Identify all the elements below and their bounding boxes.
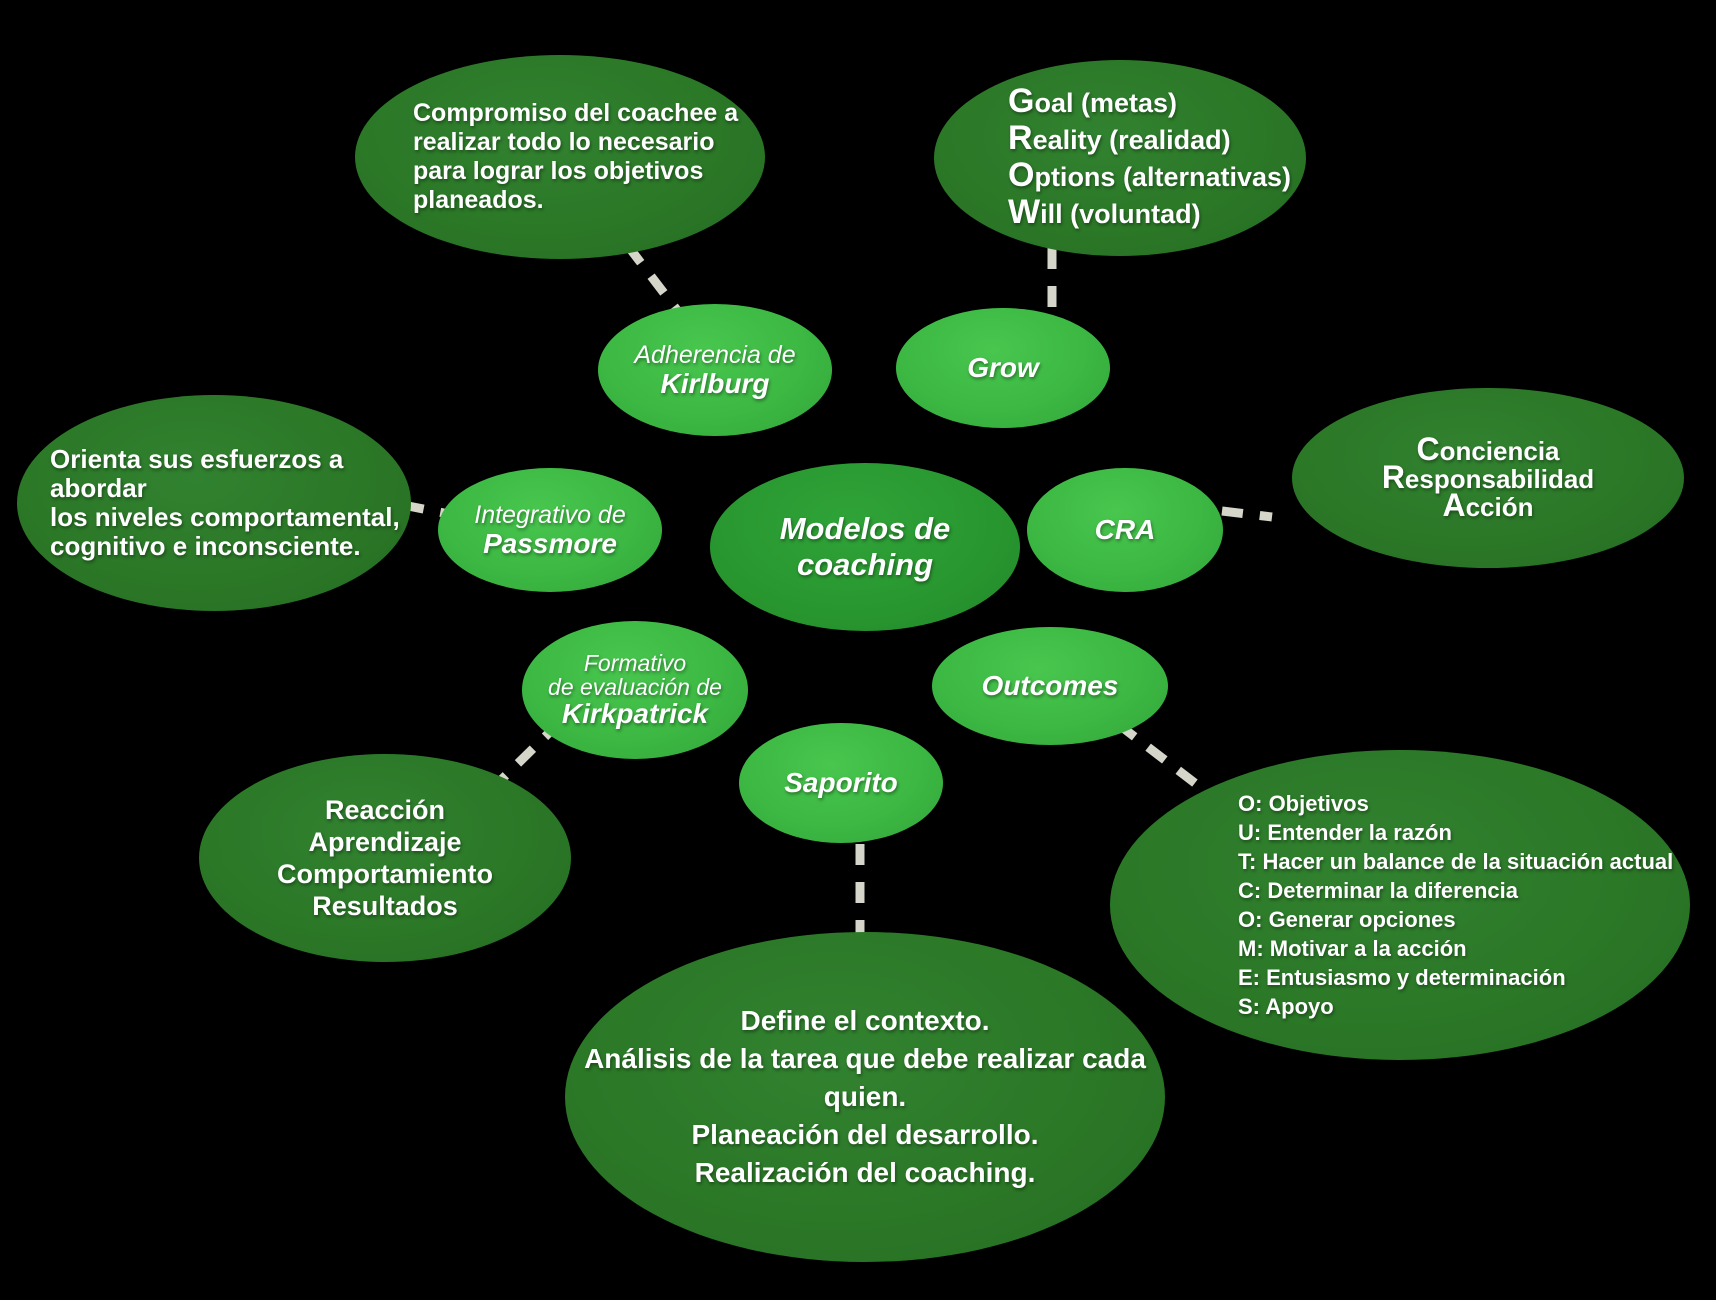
- note-outcomes-acronym: O: Objetivos U: Entender la razón T: Hac…: [1110, 750, 1690, 1060]
- acronym-rest: Objetivos: [1262, 791, 1369, 816]
- note-saporito-steps: Define el contexto. Análisis de la tarea…: [565, 932, 1165, 1262]
- note-line: cognitivo e inconsciente.: [50, 531, 361, 561]
- note-line: Compromiso del coachee a: [413, 99, 739, 127]
- acronym-line: C: Determinar la diferencia: [1238, 876, 1518, 905]
- acronym-line: S: Apoyo: [1238, 992, 1334, 1021]
- node-label: Kirkpatrick: [561, 698, 709, 729]
- step-line: Realización del coaching.: [694, 1157, 1036, 1188]
- step-line: Análisis de la tarea que debe realizar c…: [584, 1043, 1146, 1112]
- connector-cra-note: [1221, 506, 1273, 522]
- node-label: de evaluación de: [548, 674, 722, 700]
- acronym-line: U: Entender la razón: [1238, 818, 1452, 847]
- node-label: Kirlburg: [660, 368, 770, 399]
- acronym-rest: Determinar la diferencia: [1261, 878, 1518, 903]
- note-grow-acronym: Goal (metas) Reality (realidad) Options …: [934, 60, 1306, 256]
- note-kirlburg-commitment: Compromiso del coachee a realizar todo l…: [355, 55, 765, 259]
- node-outcomes: Outcomes: [932, 627, 1168, 745]
- acronym-letter: O:: [1238, 907, 1263, 932]
- acronym-rest: oal (metas): [1034, 88, 1177, 118]
- node-label: Saporito: [784, 767, 898, 798]
- note-passmore-levels: Orienta sus esfuerzos a abordar los nive…: [17, 395, 411, 611]
- acronym-letter: G: [1008, 82, 1035, 120]
- node-grow: Grow: [896, 308, 1110, 428]
- acronym-rest: Motivar a la acción: [1263, 936, 1467, 961]
- acronym-line: O: Generar opciones: [1238, 905, 1456, 934]
- acronym-rest: Entender la razón: [1261, 820, 1452, 845]
- acronym-letter: C: [1416, 431, 1440, 467]
- acronym-rest: Apoyo: [1260, 994, 1334, 1019]
- node-formativo-kirkpatrick: Formativo de evaluación de Kirkpatrick: [522, 621, 748, 759]
- acronym-line: Goal (metas): [1008, 84, 1177, 121]
- acronym-line: Responsabilidad: [1382, 461, 1595, 494]
- level-line: Comportamiento: [277, 859, 493, 889]
- acronym-letter: U:: [1238, 820, 1262, 845]
- acronym-rest: eality (realidad): [1032, 125, 1231, 155]
- acronym-rest: Entusiasmo y determinación: [1260, 965, 1566, 990]
- acronym-line: M: Motivar a la acción: [1238, 934, 1467, 963]
- node-label: Passmore: [483, 528, 617, 559]
- node-label: Grow: [967, 352, 1039, 383]
- acronym-rest: Hacer un balance de la situación actual: [1256, 849, 1674, 874]
- acronym-letter: C:: [1238, 878, 1262, 903]
- node-label: CRA: [1094, 514, 1156, 545]
- acronym-letter: T:: [1238, 849, 1257, 874]
- acronym-rest: ill (voluntad): [1040, 199, 1201, 229]
- acronym-line: Acción: [1442, 489, 1534, 522]
- acronym-letter: O:: [1238, 791, 1263, 816]
- acronym-letter: R: [1381, 459, 1405, 495]
- acronym-line: Conciencia: [1416, 433, 1560, 466]
- acronym-letter: S:: [1238, 994, 1260, 1019]
- step-line: Define el contexto.: [740, 1005, 990, 1036]
- acronym-letter: W: [1008, 193, 1041, 231]
- acronym-rest: ptions (alternativas): [1034, 162, 1292, 192]
- central-topic: Modelos de coaching: [710, 463, 1020, 631]
- node-label: Outcomes: [981, 670, 1119, 701]
- acronym-line: Will (voluntad): [1008, 195, 1201, 232]
- acronym-line: E: Entusiasmo y determinación: [1238, 963, 1566, 992]
- node-saporito: Saporito: [739, 723, 943, 843]
- acronym-letter: R: [1008, 119, 1033, 157]
- acronym-letter: E:: [1238, 965, 1260, 990]
- connector-kirlburg-note: [624, 243, 684, 317]
- central-topic-label: Modelos de coaching: [779, 511, 951, 582]
- note-cra-acronym: Conciencia Responsabilidad Acción: [1292, 388, 1684, 568]
- note-line: los niveles comportamental,: [50, 502, 400, 532]
- level-line: Aprendizaje: [308, 827, 462, 857]
- acronym-line: T: Hacer un balance de la situación actu…: [1238, 847, 1673, 876]
- node-adherencia-kirlburg: Adherencia de Kirlburg: [598, 304, 832, 436]
- acronym-line: O: Objetivos: [1238, 789, 1369, 818]
- note-line: Orienta sus esfuerzos a abordar: [50, 444, 344, 503]
- note-line: planeados.: [413, 186, 544, 214]
- acronym-letter: O: [1008, 156, 1035, 194]
- note-line: realizar todo lo necesario: [413, 128, 715, 156]
- acronym-line: Reality (realidad): [1008, 121, 1231, 158]
- node-integrativo-passmore: Integrativo de Passmore: [438, 468, 662, 592]
- level-line: Reacción: [324, 795, 446, 825]
- acronym-line: Options (alternativas): [1008, 158, 1291, 195]
- step-line: Planeación del desarrollo.: [691, 1119, 1039, 1150]
- acronym-rest: Generar opciones: [1262, 907, 1456, 932]
- acronym-rest: esponsabilidad: [1404, 464, 1595, 494]
- acronym-letter: A: [1442, 487, 1466, 523]
- acronym-rest: cción: [1465, 492, 1534, 522]
- node-label: Adherencia de: [634, 341, 796, 369]
- acronym-letter: M:: [1238, 936, 1264, 961]
- node-label: Integrativo de: [474, 501, 626, 529]
- note-kirkpatrick-levels: Reacción Aprendizaje Comportamiento Resu…: [199, 754, 571, 962]
- acronym-rest: onciencia: [1439, 436, 1560, 466]
- level-line: Resultados: [312, 891, 458, 921]
- node-label: Formativo: [583, 650, 687, 676]
- node-cra: CRA: [1027, 468, 1223, 592]
- note-line: para lograr los objetivos: [413, 157, 704, 185]
